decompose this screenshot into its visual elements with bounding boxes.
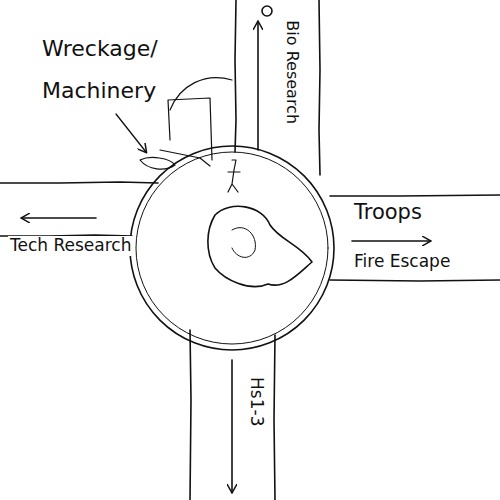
wreckage (160, 98, 212, 166)
central-blob (232, 228, 255, 258)
area-label: Wreckage/ Machinery (40, 28, 174, 112)
corridor-label: Hs1-3 (247, 375, 267, 428)
direction-arrow (231, 360, 233, 492)
leader-arrow (116, 114, 146, 152)
direction-arrow (22, 217, 96, 219)
wreckage (140, 158, 175, 170)
corridor-label: Tech Research (8, 236, 133, 256)
direction-arrow (352, 240, 430, 242)
wreckage (170, 78, 232, 110)
corridor-label: Troops (352, 200, 424, 224)
room-circle (136, 152, 328, 344)
corridor-wall (190, 330, 191, 500)
corridor-wall (319, 0, 320, 175)
figure (228, 160, 240, 192)
corridor-wall (274, 335, 275, 500)
corridor-label: Bio Research (283, 18, 301, 126)
central-blob (208, 206, 312, 286)
direction-arrow (257, 22, 259, 150)
corridor-wall (330, 195, 500, 196)
corridor-wall (330, 280, 500, 281)
corridor-wall (235, 0, 236, 152)
room-circle (130, 146, 334, 350)
corridor-wall (0, 182, 158, 183)
marker-dot (262, 6, 272, 16)
corridor-label: Fire Escape (352, 252, 452, 272)
